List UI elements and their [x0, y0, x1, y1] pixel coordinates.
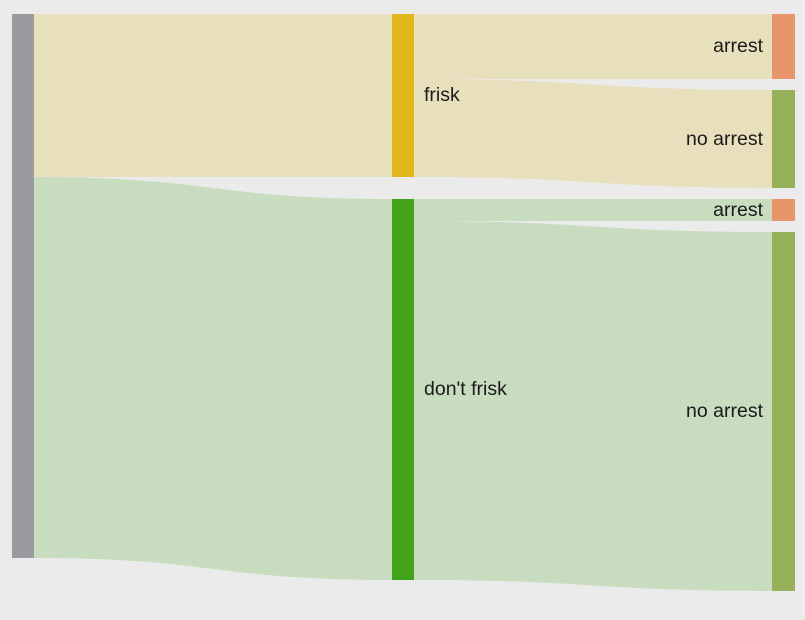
link-frisk-to-frisk-no-arrest [414, 79, 772, 188]
node-dont-frisk [392, 199, 414, 580]
label-dont-frisk-no-arrest: no arrest [686, 400, 764, 422]
link-root-to-frisk [34, 14, 392, 177]
labels-layer: frisk don't frisk arrest no arrest arrest no … [424, 35, 764, 422]
link-dont-frisk-to-dont-frisk-no-arrest [414, 221, 772, 591]
label-frisk-no-arrest: no arrest [686, 128, 764, 150]
node-dont-frisk-no-arrest [772, 232, 795, 591]
node-dont-frisk-arrest [772, 199, 795, 221]
node-frisk [392, 14, 414, 177]
link-dont-frisk-to-dont-frisk-arrest [414, 199, 772, 221]
label-dont-frisk-arrest: arrest [713, 199, 763, 221]
node-frisk-no-arrest [772, 90, 795, 188]
node-root [12, 14, 34, 558]
node-frisk-arrest [772, 14, 795, 79]
nodes-layer [12, 14, 795, 591]
link-root-to-dont-frisk [34, 177, 392, 580]
label-frisk-arrest: arrest [713, 35, 763, 57]
label-frisk: frisk [424, 84, 460, 106]
label-dont-frisk: don't frisk [424, 378, 507, 400]
links-layer [34, 14, 772, 591]
link-frisk-to-frisk-arrest [414, 14, 772, 79]
